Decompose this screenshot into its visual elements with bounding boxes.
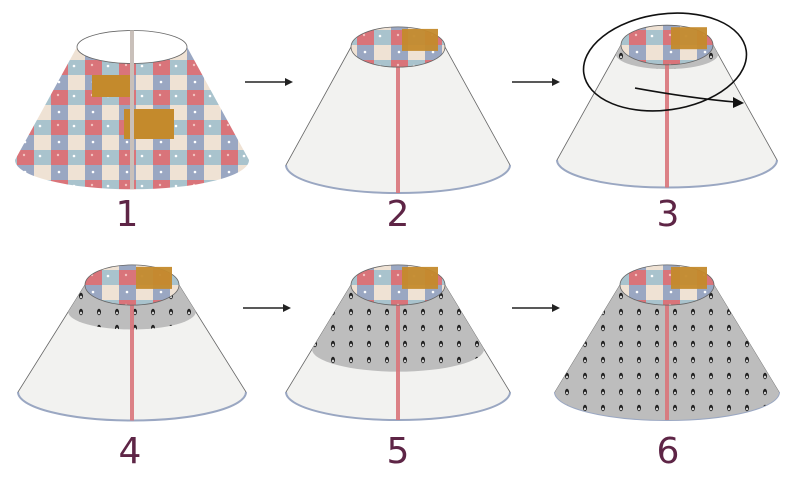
- fabric-patch-mustard: [402, 28, 438, 51]
- lampshade-step-5: [285, 264, 511, 421]
- step-number-3: 3: [656, 194, 680, 235]
- arrow-5-to-6: [512, 304, 560, 312]
- fabric-patch-mustard: [671, 266, 707, 289]
- fabric-patch-mustard: [671, 27, 707, 50]
- shade-seam: [130, 295, 134, 421]
- lampshade-step-1: [15, 30, 249, 190]
- step-number-5: 5: [386, 431, 410, 472]
- lampshade-step-4: [17, 264, 247, 422]
- fabric-patch-mustard: [402, 266, 438, 289]
- fabric-patch-mustard: [136, 266, 172, 289]
- lampshade-step-3: [556, 24, 778, 189]
- step-number-1: 1: [115, 194, 139, 235]
- shade-seam: [130, 30, 134, 190]
- shade-seam: [665, 55, 669, 188]
- step-number-4: 4: [118, 431, 142, 472]
- lampshade-step-2: [285, 26, 511, 194]
- rotation-circle-icon: [582, 12, 748, 112]
- arrow-4-to-5: [243, 304, 291, 312]
- rotation-arrow-icon: [634, 87, 744, 108]
- shade-seam: [396, 57, 400, 193]
- shade-seam: [396, 295, 400, 420]
- step-number-6: 6: [656, 431, 680, 472]
- arrow-2-to-3: [512, 78, 560, 86]
- arrow-1-to-2: [245, 78, 293, 86]
- fabric-patch-mustard: [92, 75, 130, 97]
- shade-seam: [665, 295, 669, 420]
- step-number-2: 2: [386, 194, 410, 235]
- lampshade-step-6: [554, 264, 780, 421]
